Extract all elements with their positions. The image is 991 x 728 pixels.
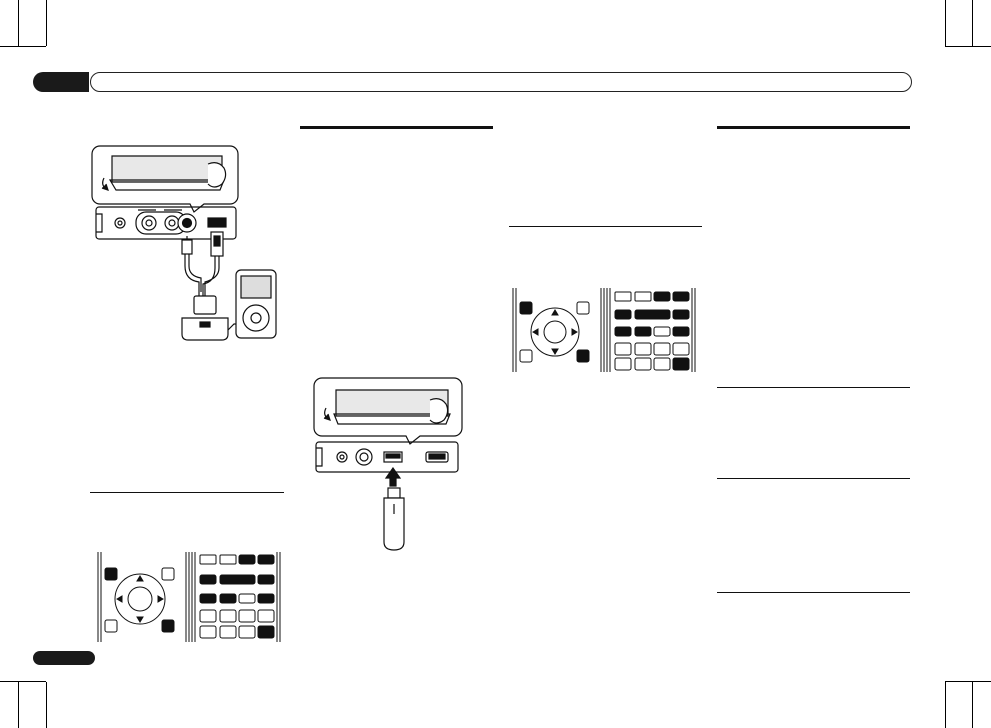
- crop-mark: [46, 0, 47, 46]
- crop-mark: [46, 682, 47, 728]
- remote-control-illustration: [97, 552, 281, 642]
- section-rule: [717, 592, 910, 593]
- header-bar: [90, 72, 912, 92]
- crop-mark: [18, 0, 19, 46]
- section-rule: [509, 226, 702, 227]
- ipod-connection-illustration: [91, 145, 277, 341]
- page-number-tab: [33, 651, 95, 665]
- usb-connection-illustration: [313, 377, 463, 551]
- crop-mark: [18, 682, 19, 728]
- section-rule: [717, 478, 910, 479]
- crop-mark: [945, 681, 991, 682]
- chapter-tab: [33, 72, 89, 92]
- crop-mark: [0, 46, 46, 47]
- section-rule: [90, 492, 284, 493]
- section-heading-rule: [717, 126, 910, 129]
- section-heading-rule: [300, 126, 493, 129]
- crop-mark: [0, 681, 46, 682]
- remote-control-illustration: [512, 288, 696, 372]
- crop-mark: [945, 0, 946, 46]
- crop-mark: [945, 682, 946, 728]
- crop-mark: [972, 682, 973, 728]
- crop-mark: [945, 46, 991, 47]
- section-rule: [717, 387, 910, 388]
- crop-mark: [972, 0, 973, 46]
